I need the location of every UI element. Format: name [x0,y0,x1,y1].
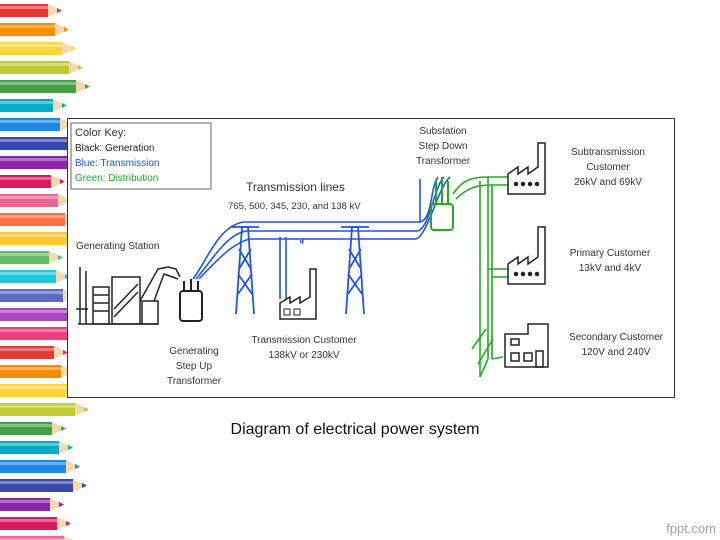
subt-label-line-2: Customer [586,162,630,173]
pencil [0,80,90,93]
pencil [0,61,83,74]
subt-label-line-1: Subtransmission [571,147,645,158]
pencil [0,118,74,131]
pencil [0,403,89,416]
step-up-label-line-1: Generating [169,346,218,357]
pencil [0,498,64,511]
pencil [0,270,70,283]
color-key-title: Color Key: [75,127,126,139]
sub-label-line-1: Substation [419,126,466,137]
color-key: Color Key: Black: Generation Blue: Trans… [70,122,212,190]
pencil [0,517,71,530]
caption-text: Diagram of electrical power system [230,421,480,438]
subt-label-line-3: 26kV and 69kV [574,177,642,188]
step-up-label-line-2: Step Up [176,361,213,372]
tc-label-line-1: Transmission Customer [251,335,357,346]
step-up-label-line-3: Transformer [167,376,222,387]
pencil [0,194,72,207]
prim-label-line-2: 13kV and 4kV [579,263,642,274]
diagram-caption: Diagram of electrical power system [0,421,720,439]
sub-label-line-2: Step Down [419,141,468,152]
watermark: fppt.com [666,521,716,536]
pencil [0,42,76,55]
tc-label-line-2: 138kV or 230kV [268,350,339,361]
transmission-tower-left [231,226,259,315]
pencil [0,4,62,17]
step-up-transformer-label: Generating Step Up Transformer [167,346,222,387]
power-system-diagram: Color Key: Black: Generation Blue: Trans… [67,118,675,398]
pencil [0,536,73,540]
sec-label-line-1: Secondary Customer [569,332,664,343]
transmission-customer-factory [279,237,317,320]
generating-station-label: Generating Station [76,241,159,252]
pencil [0,346,68,359]
pencil [0,460,80,473]
sub-label-line-3: Transformer [416,156,471,167]
distribution-lines [452,176,508,378]
pencil [0,365,75,378]
pencil [0,251,63,264]
voltages-label: 765, 500, 345, 230, and 138 kV [228,201,361,212]
substation-label: Substation Step Down Transformer [416,126,471,167]
generating-station [76,266,181,325]
pencil [0,99,67,112]
transmission-customer-label: Transmission Customer 138kV or 230kV [251,335,357,361]
transmission-lines-label: Transmission lines [246,180,345,194]
primary-customer-building [507,226,546,285]
pencil [0,289,77,302]
secondary-customer-house [504,323,549,368]
pencil [0,175,65,188]
transmission-tower-right [341,226,369,315]
step-up-transformer-icon [179,279,203,322]
diagram-canvas: Color Key: Black: Generation Blue: Trans… [70,122,664,387]
subtransmission-customer-building [507,142,546,195]
color-key-generation: Black: Generation [75,143,155,154]
prim-label-line-1: Primary Customer [570,248,651,259]
secondary-customer-label: Secondary Customer 120V and 240V [569,332,664,358]
pencil [0,422,66,435]
pencils-decoration [0,4,90,540]
pencil [0,479,87,492]
pencil [0,23,69,36]
substation-transformer-icon [430,177,454,231]
sec-label-line-2: 120V and 240V [582,347,651,358]
pencil [0,441,73,454]
color-key-distribution: Green: Distribution [75,173,158,184]
color-key-transmission: Blue: Transmission [75,158,159,169]
primary-customer-label: Primary Customer 13kV and 4kV [570,248,651,274]
subtransmission-customer-label: Subtransmission Customer 26kV and 69kV [571,147,645,188]
